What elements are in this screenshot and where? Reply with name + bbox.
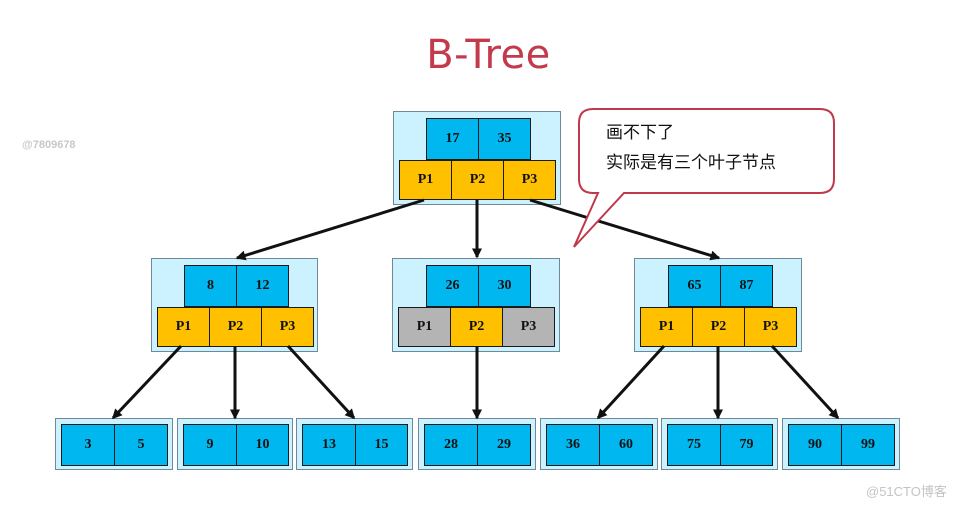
internal-1-key-2: 12: [236, 265, 289, 307]
internal-1-pointer-1: P1: [157, 307, 210, 347]
internal-node-3: 65 87 P1 P2 P3: [634, 258, 802, 352]
leaf-node-5: 36 60: [540, 418, 658, 470]
watermark-left: @7809678: [22, 139, 76, 151]
internal-1-pointer-3: P3: [261, 307, 314, 347]
internal-2-pointer-2: P2: [450, 307, 503, 347]
leaf-2-key-2: 10: [236, 424, 289, 466]
leaf-3-key-2: 15: [355, 424, 408, 466]
leaf-3-key-1: 13: [302, 424, 356, 466]
edge-int1-p1: [111, 344, 183, 420]
leaf-node-6: 75 79: [661, 418, 778, 470]
leaf-1-key-2: 5: [114, 424, 168, 466]
callout-line-1: 画不下了: [606, 123, 674, 143]
edge-int1-p3: [286, 344, 356, 420]
edge-int3-p1: [596, 344, 666, 420]
root-node: 17 35 P1 P2 P3: [393, 111, 561, 205]
edge-int3-p3: [770, 344, 840, 420]
internal-3-pointer-1: P1: [640, 307, 693, 347]
internal-3-pointer-3: P3: [744, 307, 797, 347]
leaf-node-2: 9 10: [177, 418, 293, 470]
internal-3-key-2: 87: [720, 265, 773, 307]
leaf-5-key-1: 36: [546, 424, 600, 466]
root-pointer-2: P2: [451, 160, 504, 200]
leaf-5-key-2: 60: [599, 424, 653, 466]
root-key-2: 35: [478, 118, 531, 160]
callout-text: 画不下了 实际是有三个叶子节点: [606, 118, 776, 178]
leaf-node-1: 3 5: [55, 418, 173, 470]
leaf-7-key-2: 99: [841, 424, 895, 466]
leaf-1-key-1: 3: [61, 424, 115, 466]
internal-2-pointer-3: P3: [502, 307, 555, 347]
callout-bubble: [573, 108, 835, 248]
root-key-1: 17: [426, 118, 479, 160]
leaf-4-key-2: 29: [477, 424, 531, 466]
internal-2-key-1: 26: [426, 265, 479, 307]
callout-line-2: 实际是有三个叶子节点: [606, 153, 776, 173]
leaf-node-7: 90 99: [782, 418, 900, 470]
leaf-node-4: 28 29: [418, 418, 536, 470]
internal-node-1: 8 12 P1 P2 P3: [151, 258, 318, 352]
leaf-7-key-1: 90: [788, 424, 842, 466]
leaf-6-key-1: 75: [667, 424, 721, 466]
edge-root-p3: [529, 198, 721, 261]
root-pointer-3: P3: [503, 160, 556, 200]
leaf-2-key-1: 9: [183, 424, 237, 466]
watermark-right: @51CTO博客: [866, 484, 947, 499]
edge-root-p1: [235, 198, 425, 261]
diagram-title: B-Tree: [426, 32, 551, 78]
internal-1-key-1: 8: [184, 265, 237, 307]
leaf-6-key-2: 79: [720, 424, 773, 466]
internal-node-2: 26 30 P1 P2 P3: [392, 258, 560, 352]
internal-2-key-2: 30: [478, 265, 531, 307]
